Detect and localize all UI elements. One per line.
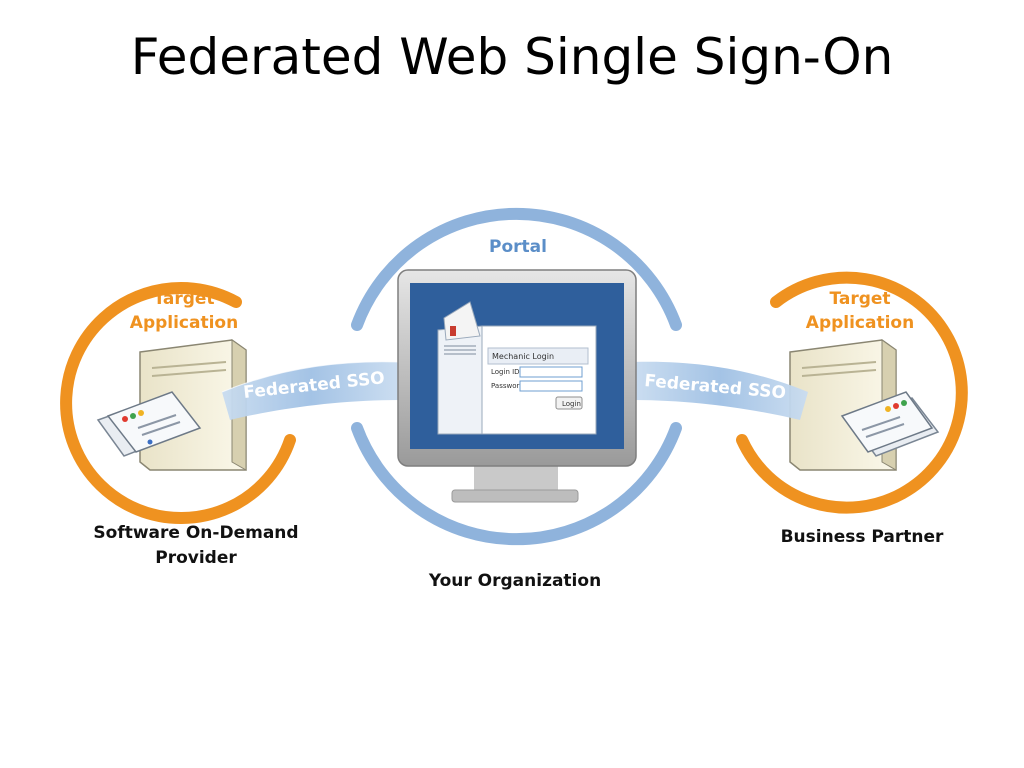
slide-title: Federated Web Single Sign-On — [130, 28, 894, 86]
right-app-window-icon — [840, 391, 940, 457]
right-caption: Business Partner — [781, 527, 944, 547]
left-target-label-line1: Target — [153, 289, 214, 309]
left-caption-line2: Provider — [155, 548, 237, 568]
portal-label: Portal — [489, 237, 547, 257]
left-caption-line1: Software On-Demand — [93, 523, 298, 543]
login-id-label: Login ID: — [491, 368, 522, 376]
portal-ring — [351, 207, 682, 546]
login-button-label: Login — [562, 400, 581, 408]
left-federated-sso-link: Federated SSO — [221, 361, 401, 420]
right-target-ring — [736, 271, 968, 514]
right-target-label-line1: Target — [829, 289, 890, 309]
login-window-title: Mechanic Login — [492, 352, 554, 361]
left-target-ring — [60, 282, 296, 525]
left-target-label-line2: Application — [130, 313, 238, 333]
right-federated-sso-link: Federated SSO — [632, 361, 808, 420]
password-field[interactable] — [519, 380, 583, 392]
portal-monitor-icon: Mechanic Login Login ID: Password: Login — [397, 269, 637, 503]
right-target-label-line2: Application — [806, 313, 914, 333]
login-id-field[interactable] — [519, 366, 583, 378]
center-caption: Your Organization — [428, 571, 601, 591]
login-button[interactable] — [555, 396, 583, 410]
password-label: Password: — [491, 382, 526, 390]
left-app-window-icon — [96, 391, 202, 457]
